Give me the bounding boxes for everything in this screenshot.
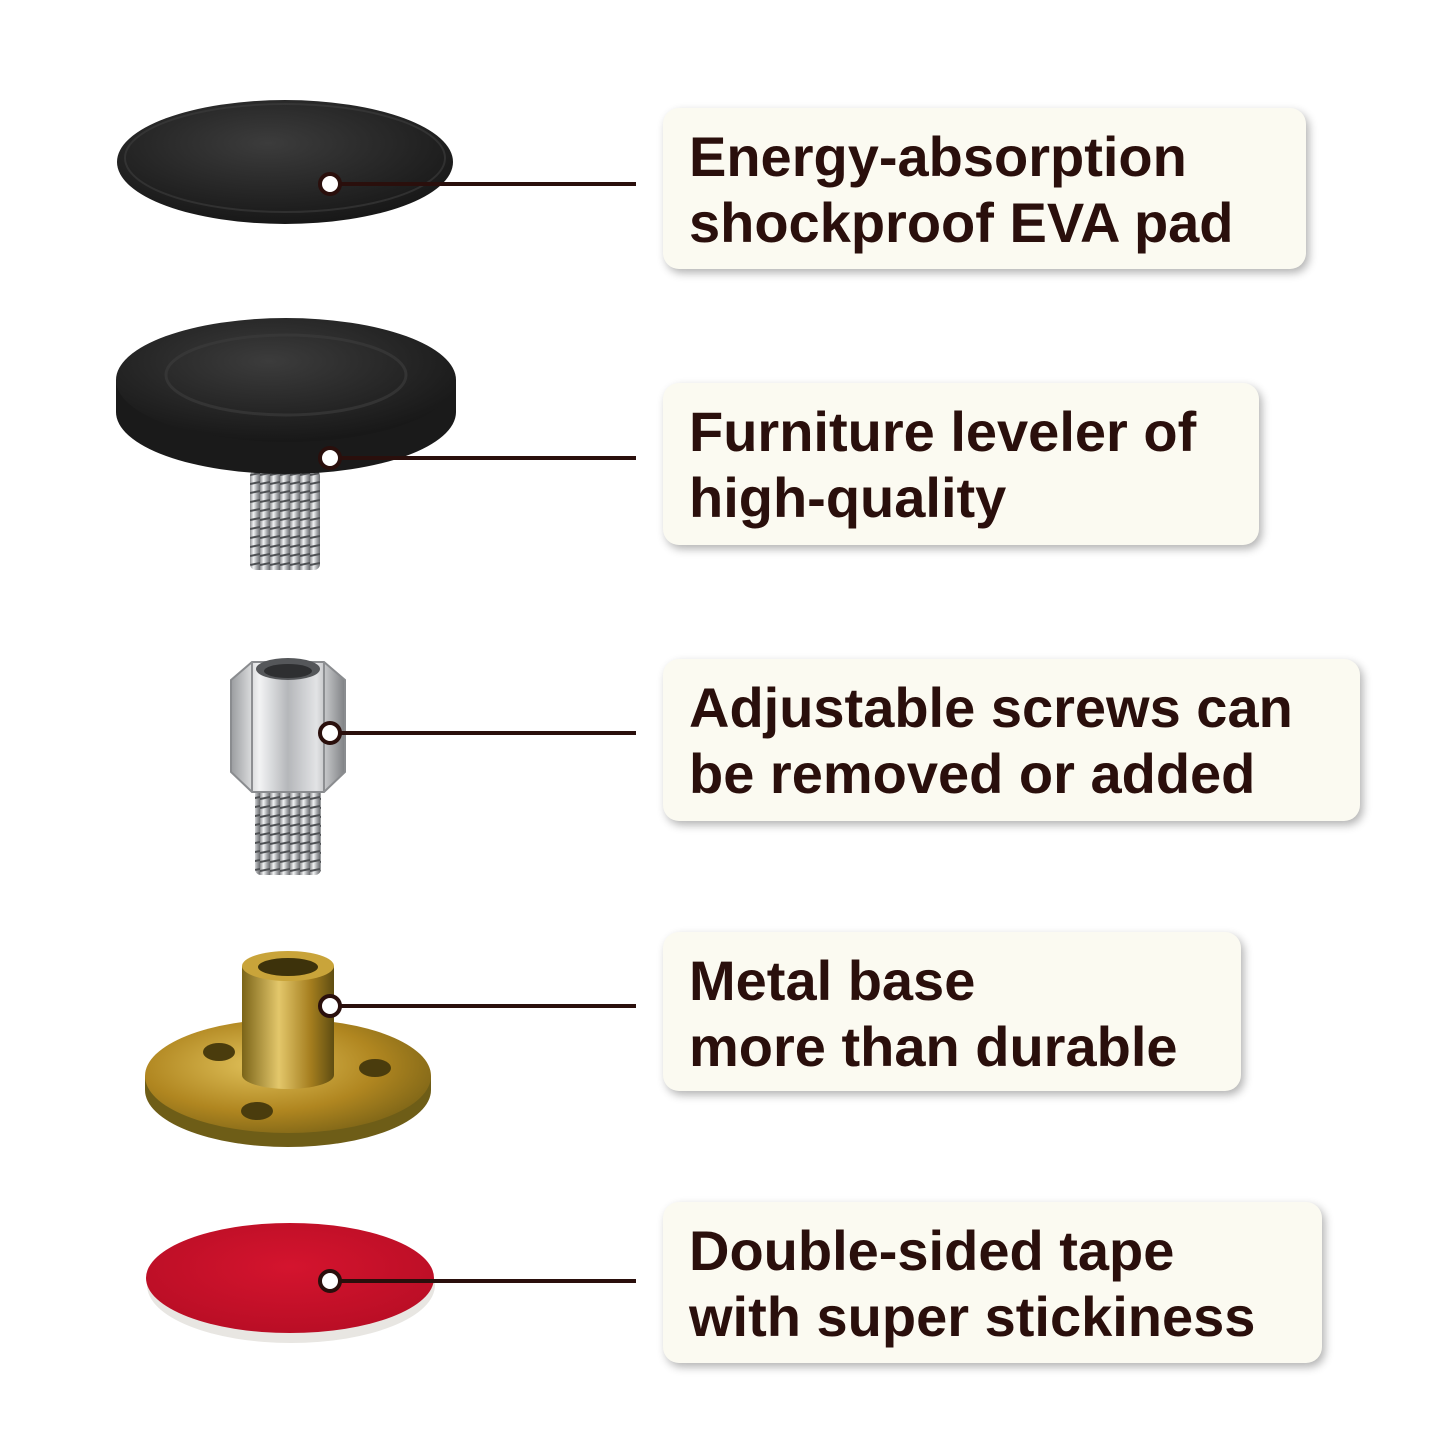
callout-line: be removed or added	[689, 742, 1256, 805]
double-sided-tape-callout: Double-sided tape with super stickiness	[663, 1202, 1322, 1363]
metal-base-callout: Metal base more than durable	[663, 932, 1241, 1091]
eva-pad-callout: Energy-absorption shockproof EVA pad	[663, 108, 1306, 269]
adjustable-screw-illustration	[230, 658, 346, 875]
double-sided-tape-illustration	[146, 1223, 435, 1343]
callout-line: shockproof EVA pad	[689, 191, 1234, 254]
metal-base-illustration	[145, 951, 431, 1147]
connector-metal-base	[318, 994, 636, 1018]
callout-line: Metal base	[689, 949, 976, 1012]
furniture-leveler-illustration	[116, 318, 456, 570]
connector-furniture-leveler	[318, 446, 636, 470]
connector-eva-pad	[318, 172, 636, 196]
furniture-leveler-callout: Furniture leveler of high-quality	[663, 383, 1259, 545]
adjustable-screw-callout: Adjustable screws can be removed or adde…	[663, 659, 1360, 821]
callout-line: Double-sided tape	[689, 1219, 1175, 1282]
callout-line: high-quality	[689, 466, 1007, 529]
eva-pad-illustration	[117, 100, 453, 224]
callout-line: more than durable	[689, 1015, 1178, 1078]
callout-line: Furniture leveler of	[689, 400, 1197, 463]
callout-line: Energy-absorption	[689, 125, 1187, 188]
connector-adjustable-screw	[318, 721, 636, 745]
callout-line: Adjustable screws can	[689, 676, 1293, 739]
connector-double-sided-tape	[318, 1269, 636, 1293]
callout-line: with super stickiness	[689, 1285, 1256, 1348]
